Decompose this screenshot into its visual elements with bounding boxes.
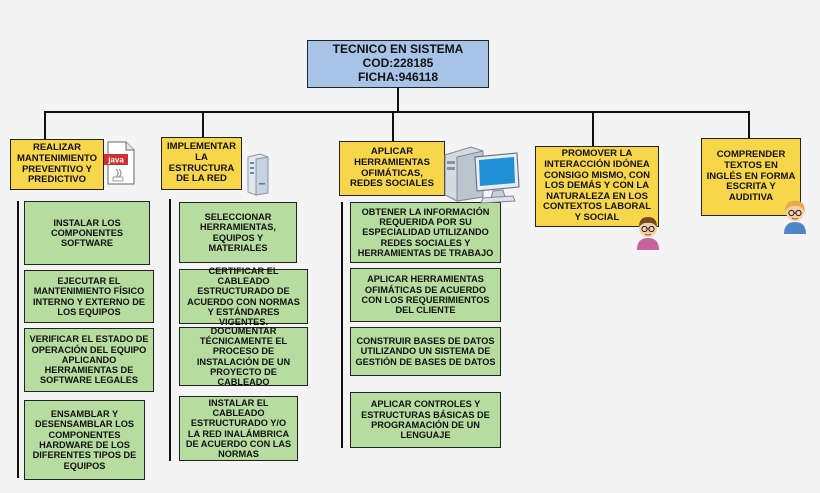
branch-3-vertical (341, 202, 343, 448)
java-label: java (107, 156, 124, 165)
java-file-icon: java (104, 141, 135, 185)
root-ficha: FICHA:946118 (357, 69, 439, 84)
branch-3-item-1: OBTENER LA INFORMACIÓN REQUERIDA POR SU … (350, 202, 501, 263)
branch-1-stem (44, 111, 46, 139)
branch-3-stem (392, 111, 394, 141)
branch-3-item-4: APLICAR CONTROLES Y ESTRUCTURAS BÁSICAS … (350, 392, 501, 448)
computer-icon (444, 146, 520, 204)
root-title: TECNICO EN SISTEMA (332, 42, 464, 57)
branch-1-item-3: VERIFICAR EL ESTADO DE OPERACIÓN DEL EQU… (24, 328, 154, 392)
branch-5-header: COMPRENDER TEXTOS EN INGLÉS EN FORMA ESC… (701, 138, 801, 216)
branch-4-stem (592, 111, 594, 146)
branch-2-item-4: INSTALAR EL CABLEADO ESTRUCTURADO Y/O LA… (179, 396, 298, 461)
root-node: TECNICO EN SISTEMA COD:228185 FICHA:9461… (307, 40, 489, 88)
branch-2-item-2: CERTIFICAR EL CABLEADO ESTRUCTURADO DE A… (179, 266, 308, 327)
branch-1-item-2: EJECUTAR EL MANTENIMIENTO FÍSICO INTERNO… (24, 270, 154, 323)
root-stem (397, 88, 399, 112)
horizontal-connector (44, 111, 750, 113)
branch-3-item-2: APLICAR HERRAMIENTAS OFIMÁTICAS DE ACUER… (350, 268, 501, 322)
branch-1-header: REALIZAR MANTENIMIENTO PREVENTIVO Y PRED… (10, 139, 104, 190)
branch-2-item-1: SELECCIONAR HERRAMIENTAS, EQUIPOS Y MATE… (179, 202, 297, 263)
branch-3-item-3: CONSTRUIR BASES DE DATOS UTILIZANDO UN S… (350, 327, 501, 376)
branch-1-vertical (17, 201, 19, 478)
branch-2-vertical (169, 199, 171, 461)
branch-5-stem (748, 111, 750, 138)
branch-3-header: APLICAR HERRAMIENTAS OFIMÁTICAS, REDES S… (339, 141, 445, 196)
branch-2-stem (202, 111, 204, 137)
branch-4-header: PROMOVER LA INTERACCIÓN IDÓNEA CONSIGO M… (535, 146, 659, 227)
branch-2-header: IMPLEMENTAR LA ESTRUCTURA DE LA RED (161, 137, 242, 190)
person-with-glasses-icon (784, 200, 806, 234)
branch-1-item-4: ENSAMBLAR Y DESENSAMBLAR LOS COMPONENTES… (24, 400, 145, 480)
root-code: COD:228185 (362, 56, 434, 71)
branch-2-item-3: DOCUMENTAR TÉCNICAMENTE EL PROCESO DE IN… (179, 326, 308, 387)
person-icon (637, 217, 659, 250)
server-icon (247, 153, 269, 196)
branch-1-item-1: INSTALAR LOS COMPONENTES SOFTWARE (24, 201, 150, 265)
